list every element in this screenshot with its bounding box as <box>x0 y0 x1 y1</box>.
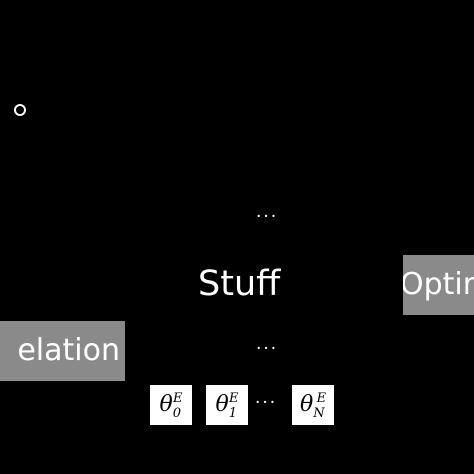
theta-superscript: E <box>316 391 327 406</box>
left-box: elation <box>0 321 125 381</box>
ellipsis-top: ··· <box>256 207 279 227</box>
theta-subscript: 1 <box>228 406 238 421</box>
stuff-label: Stuff <box>198 264 281 304</box>
theta-base: θ <box>299 392 314 417</box>
circle-node-icon <box>14 104 26 116</box>
theta-subscript: 0 <box>172 406 182 421</box>
left-box-label: elation <box>17 333 120 368</box>
right-box-label: Optir <box>403 267 474 302</box>
ellipsis-middle: ··· <box>256 339 279 359</box>
theta-param-n: θNE <box>292 385 334 425</box>
theta-base: θ <box>159 392 173 417</box>
theta-superscript: E <box>229 391 239 406</box>
theta-superscript: E <box>173 391 183 406</box>
right-box: Optir <box>403 255 474 315</box>
theta-subscript: N <box>313 406 325 421</box>
ellipsis-params: ··· <box>255 393 278 413</box>
theta-param-0: θ0E <box>150 385 192 425</box>
theta-param-1: θ1E <box>206 385 248 425</box>
theta-base: θ <box>215 392 229 417</box>
